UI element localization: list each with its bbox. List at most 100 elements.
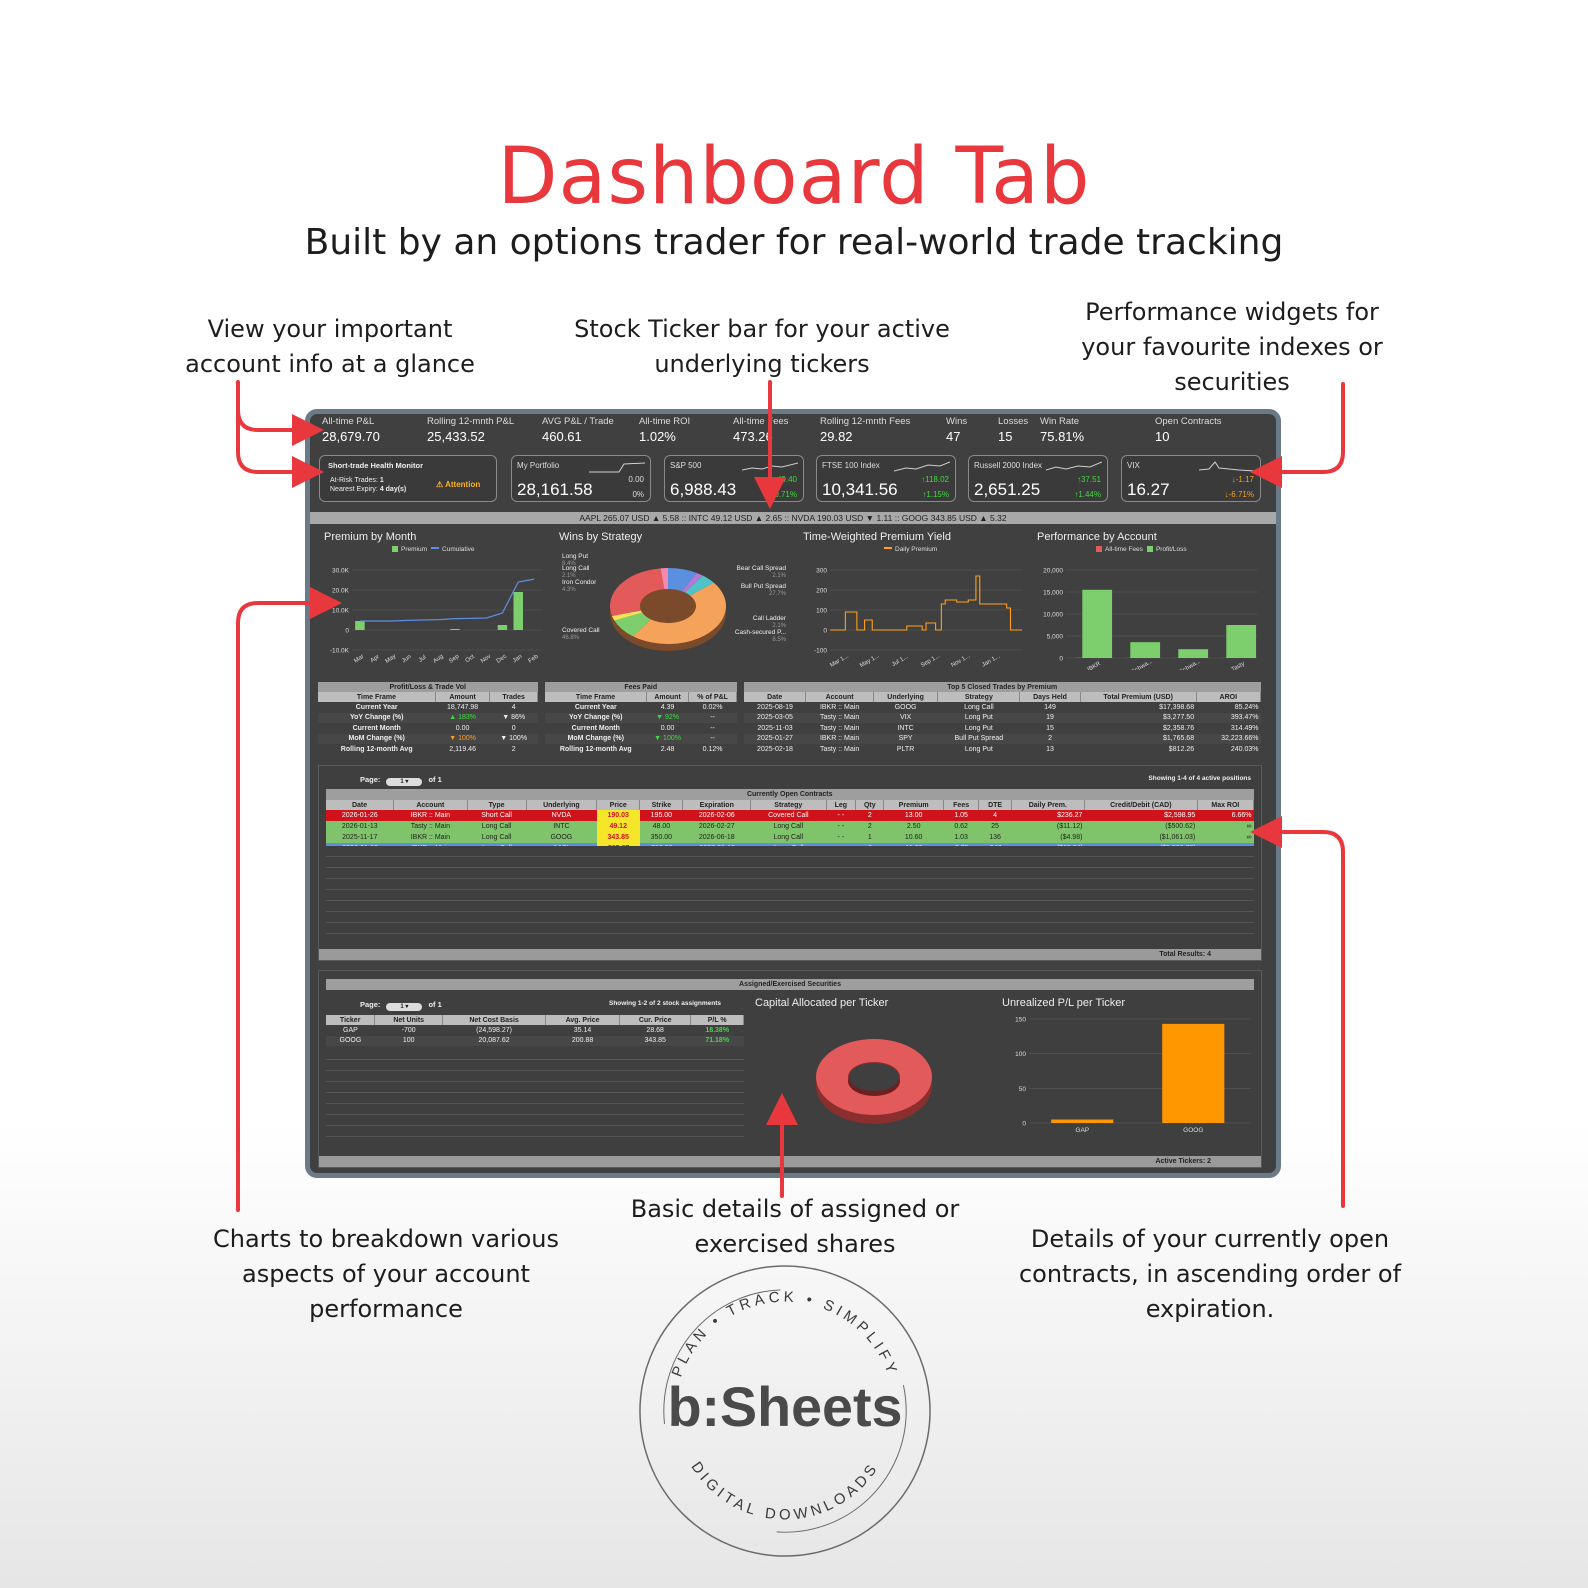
column-header[interactable]: Strike [639,800,684,810]
table-cell: 0 [511,724,516,732]
column-header[interactable]: Net Units [374,1015,444,1025]
kpi-label: AVG P&L / Trade [542,416,614,427]
column-header[interactable]: Avg. Price [545,1015,620,1025]
column-header[interactable]: % of P&L [688,692,737,702]
column-header[interactable]: Date [326,800,395,810]
column-header[interactable]: P/L % [690,1015,744,1025]
arrow-widgets [1250,382,1345,488]
table-row[interactable]: MoM Change (%)▼ 100%-- [545,733,737,744]
arrow-health [236,408,324,488]
table-cell: IBKR :: Main [819,735,860,743]
column-header[interactable]: Date [744,692,807,702]
table-cell: Rolling 12-month Avg [340,745,413,753]
table-cell: 100 [402,1037,415,1045]
table-row[interactable]: YoY Change (%)▲ 183%▼ 86% [318,712,538,723]
slice-label: Long Put [562,553,588,560]
widget-value: 10,341.56 [822,480,898,499]
column-header[interactable]: Total Premium (USD) [1080,692,1197,702]
table-row[interactable]: MoM Change (%)▼ 100%▼ 100% [318,733,538,744]
column-header[interactable]: Strategy [750,800,827,810]
column-header[interactable]: Expiration [682,800,752,810]
page-select[interactable]: 1 ▾ [386,778,423,786]
column-header[interactable]: Account [805,692,874,702]
column-header[interactable]: Strategy [937,692,1021,702]
table-cell: 190.03 [596,810,640,821]
table-cell: $812.26 [1168,745,1195,753]
page-subtitle: Built by an options trader for real-worl… [304,222,1284,263]
x-tick-label: Jul [418,655,428,664]
risk-label: At-Risk Trades: [330,477,378,484]
table-cell: 0.00 [455,724,470,732]
column-header[interactable]: Underlying [873,692,939,702]
table-cell: Bull Put Spread [954,735,1004,743]
column-header[interactable]: Credit/Debit (CAD) [1084,800,1198,810]
column-header[interactable]: Account [393,800,468,810]
slice-label: Bear Call Spread [737,565,787,572]
table-cell: $1,765.68 [1162,735,1195,743]
column-header[interactable]: Fees [943,800,980,810]
column-header[interactable]: Daily Prem. [1011,800,1085,810]
column-header[interactable]: Type [467,800,527,810]
column-header[interactable]: Net Cost Basis [442,1015,547,1025]
widget-change-pct: ↑1.15% [922,490,949,499]
column-header[interactable]: Amount [646,692,690,702]
column-header[interactable]: Max ROI [1197,800,1255,810]
column-header[interactable]: DTE [978,800,1012,810]
column-header[interactable]: Amount [435,692,491,702]
column-header[interactable]: AROI [1196,692,1262,702]
table-cell: 136 [989,834,1001,841]
table-cell: 2 [1048,735,1052,743]
column-header[interactable]: Leg [826,800,857,810]
column-header[interactable]: Cur. Price [619,1015,692,1025]
column-header[interactable]: Trades [489,692,538,702]
cumulative-line [359,578,535,622]
note-account-info: View your important account info at a gl… [185,315,475,378]
column-header[interactable]: Ticker [326,1015,376,1025]
premium-chart-title: Premium by Month [324,531,417,543]
column-header[interactable]: Premium [883,800,944,810]
column-header[interactable]: Price [596,800,641,810]
column-header[interactable]: Time Frame [545,692,648,702]
table-cell: Tasty :: Main [819,714,860,722]
page-select[interactable]: 1 ▾ [386,1003,423,1011]
table-cell: GOOG [550,834,573,841]
donut-slice [684,575,714,596]
table-cell: 48.00 [652,823,671,830]
column-header[interactable]: Time Frame [318,692,436,702]
kpi-value: 473.26 [733,429,773,444]
x-tick-label: Apr [370,654,381,664]
column-header[interactable]: Days Held [1019,692,1081,702]
column-header[interactable]: Qty [855,800,885,810]
table-cell: INTC [553,823,570,830]
table-cell: IBKR :: Main [410,834,450,841]
widget-label: S&P 500 [670,461,702,470]
table-row[interactable]: YoY Change (%)▼ 92%-- [545,712,737,723]
table-title: Currently Open Contracts [326,789,1254,800]
stock-ticker-bar: AAPL 265.07 USD ▲ 5.58 :: INTC 49.12 USD… [310,512,1276,524]
column-header[interactable]: Underlying [526,800,598,810]
